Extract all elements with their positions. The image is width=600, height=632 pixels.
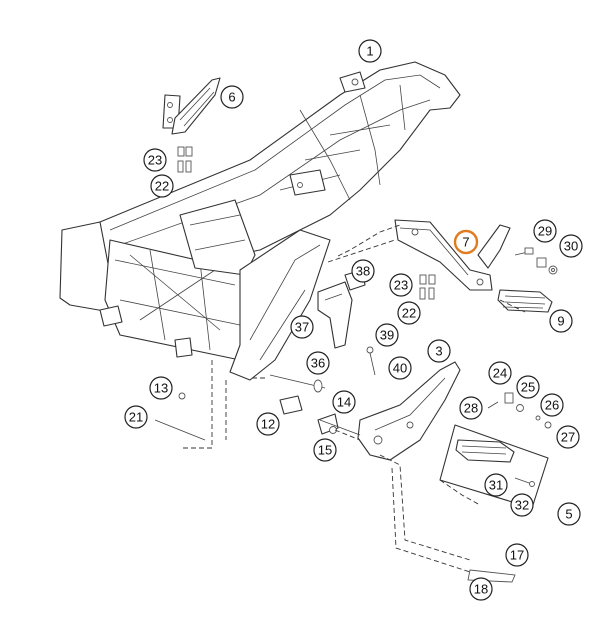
callout-17[interactable]: 17 [505,543,529,567]
callout-3[interactable]: 3 [427,339,451,363]
callout-29-number: 29 [538,224,552,239]
callout-22-left[interactable]: 22 [150,174,174,198]
side-bracket [317,269,376,376]
main-frame [59,61,461,381]
callout-28-number: 28 [464,401,478,416]
callout-3-number: 3 [435,344,442,359]
callout-5-number: 5 [565,507,572,522]
callout-26-number: 26 [545,398,559,413]
callout-18[interactable]: 18 [469,577,493,601]
callout-23-middle-number: 23 [394,278,408,293]
left-footrest-bracket [162,77,221,135]
callout-22-middle-number: 22 [402,306,416,321]
callout-22-middle[interactable]: 22 [397,301,421,325]
callout-27[interactable]: 27 [556,425,580,449]
callout-14-number: 14 [337,395,351,410]
callout-26[interactable]: 26 [540,393,564,417]
middle-small-bolts [419,274,436,300]
callout-9[interactable]: 9 [549,309,573,333]
callout-23-left[interactable]: 23 [143,148,167,172]
callout-1[interactable]: 1 [358,39,382,63]
left-small-bolts [177,146,193,173]
assembly-lines [180,224,526,573]
callout-21-number: 21 [129,410,143,425]
callout-27-number: 27 [561,430,575,445]
callout-37[interactable]: 37 [290,315,314,339]
callout-30[interactable]: 30 [559,234,583,258]
callout-31-number: 31 [489,478,503,493]
callout-40-number: 40 [393,361,407,376]
callout-24[interactable]: 24 [488,361,512,385]
callout-40[interactable]: 40 [388,356,412,380]
callout-15-number: 15 [318,443,332,458]
callout-15[interactable]: 15 [313,438,337,462]
callout-38-number: 38 [356,264,370,279]
footpeg-assembly [439,424,549,509]
callout-17-number: 17 [510,548,524,563]
callout-5[interactable]: 5 [557,502,581,526]
callout-6-number: 6 [228,90,235,105]
callout-32[interactable]: 32 [510,493,534,517]
right-footrest-plate [357,361,461,461]
callout-25-number: 25 [521,380,535,395]
callout-1-number: 1 [366,44,373,59]
right-footrest-bracket [394,219,511,291]
callout-39-number: 39 [380,328,394,343]
callout-28[interactable]: 28 [459,396,483,420]
callout-22-left-number: 22 [155,179,169,194]
callout-21[interactable]: 21 [124,405,148,429]
callout-7-number: 7 [462,235,469,250]
callout-24-number: 24 [493,366,507,381]
pivot-small-parts [279,395,339,435]
callout-31[interactable]: 31 [484,473,508,497]
callout-36-number: 36 [311,356,325,371]
callout-12[interactable]: 12 [256,412,280,436]
callout-9-number: 9 [557,314,564,329]
callout-7[interactable]: 7 [453,229,479,255]
callout-12-number: 12 [261,417,275,432]
callout-25[interactable]: 25 [516,375,540,399]
callout-13[interactable]: 13 [149,376,173,400]
callout-30-number: 30 [564,239,578,254]
callout-23-left-number: 23 [148,153,162,168]
callout-36[interactable]: 36 [306,351,330,375]
callout-6[interactable]: 6 [220,85,244,109]
callout-14[interactable]: 14 [332,390,356,414]
right-small-fasteners [514,247,558,275]
footpeg-upper [497,289,553,313]
callout-13-number: 13 [154,381,168,396]
right-plate-small-parts [487,392,552,429]
callout-39[interactable]: 39 [375,323,399,347]
callout-38[interactable]: 38 [351,259,375,283]
callout-32-number: 32 [515,498,529,513]
callout-29[interactable]: 29 [533,219,557,243]
callout-37-number: 37 [295,320,309,335]
callout-23-middle[interactable]: 23 [389,273,413,297]
callout-18-number: 18 [474,582,488,597]
